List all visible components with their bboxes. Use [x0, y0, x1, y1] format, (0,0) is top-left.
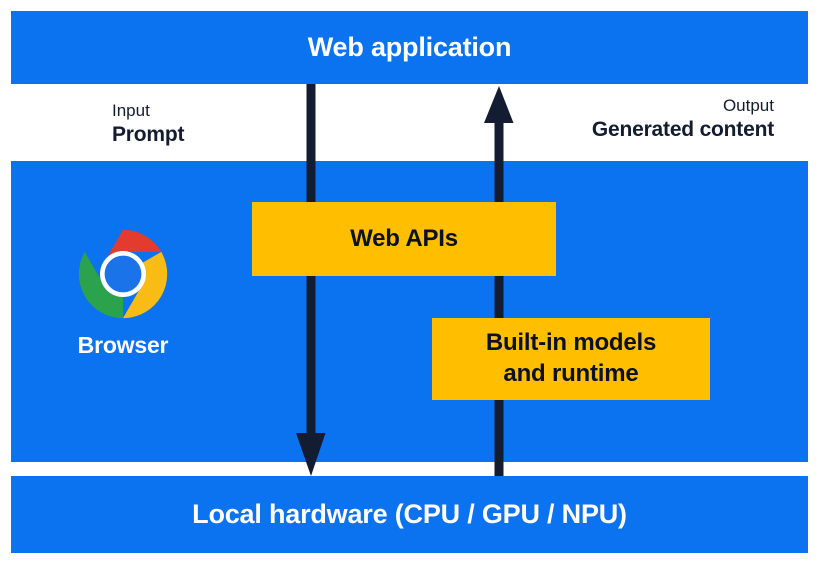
web-application-label: Web application [307, 32, 512, 62]
output-value-text: Generated content [591, 117, 774, 141]
output-kind-text: Output [722, 96, 774, 115]
built-in-models-line-2: and runtime [503, 360, 639, 387]
browser-label: Browser [77, 332, 169, 358]
input-value-text: Prompt [112, 122, 185, 146]
web-apis-label: Web APIs [350, 224, 458, 252]
local-hardware-band: Local hardware (CPU / GPU / NPU) [11, 476, 808, 553]
local-hardware-label: Local hardware (CPU / GPU / NPU) [192, 499, 627, 529]
web-application-band: Web application [11, 11, 808, 84]
browser-node: Browser [48, 228, 198, 359]
built-in-models-label: Built-in models and runtime [485, 328, 657, 389]
input-kind-text: Input [112, 101, 150, 120]
output-flow-label: Output Generated content [592, 95, 774, 144]
built-in-models-line-1: Built-in models [485, 329, 657, 357]
input-flow-label: Input Prompt [112, 100, 185, 149]
web-apis-box: Web APIs [252, 202, 556, 276]
chrome-logo-icon [78, 229, 168, 319]
built-in-models-box: Built-in models and runtime [432, 318, 710, 400]
